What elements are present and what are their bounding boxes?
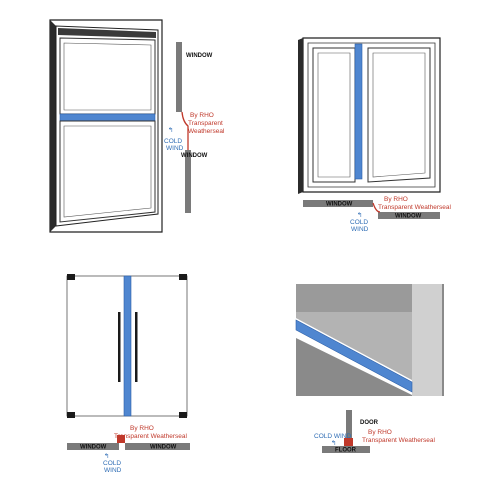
wind-label-line2: WIND — [166, 145, 184, 152]
seal-label-line1: By RHO — [384, 196, 408, 203]
weatherseal-strip — [59, 113, 156, 122]
door-top-face — [296, 284, 412, 312]
wind-label-line2: WIND — [351, 226, 369, 233]
upper-sash — [59, 37, 156, 115]
door-underside — [296, 312, 412, 380]
upper-glass — [63, 42, 152, 111]
wind-label-line1: COLD — [164, 138, 182, 145]
wind-arrow-icon: ↰ — [168, 126, 173, 134]
wind-label-line1: COLD — [350, 219, 368, 226]
frame-side-shadow — [298, 38, 303, 194]
section-wall-right — [125, 443, 190, 450]
window-label-right: WINDOW — [150, 445, 177, 451]
hinge-bottom-left — [67, 412, 75, 418]
seal-label-line2: Transparent Weatherseal — [378, 204, 452, 211]
left-glass — [317, 52, 351, 178]
right-glass — [372, 52, 426, 178]
top-rail — [58, 28, 156, 38]
weatherseal-strip — [123, 275, 132, 417]
floor-label: FLOOR — [335, 448, 357, 454]
door-label: DOOR — [360, 420, 379, 426]
seal-label-line1: By RHO — [368, 429, 392, 436]
lower-sash — [59, 120, 156, 223]
weatherseal-strip — [295, 319, 413, 393]
panel-door-sweep: DOOR FLOOR COLD WIND ↰ By RHO Transparen… — [295, 284, 444, 454]
section-wall-lower — [185, 150, 191, 213]
wind-label: COLD WIND — [314, 433, 352, 440]
wind-arrow-icon: ↰ — [104, 452, 109, 460]
wind-label-line1: COLD — [103, 460, 121, 467]
window-label-top: WINDOW — [186, 53, 213, 59]
wind-arrow-icon: ↰ — [357, 211, 362, 219]
lower-glass — [63, 125, 152, 218]
right-sash — [367, 47, 431, 183]
seal-label-line2: Transparent Weatherseal — [114, 433, 188, 440]
section-floor — [322, 446, 370, 453]
panel-glass-door: WINDOW WINDOW By RHO Transparent Weather… — [66, 274, 190, 474]
panel-casement-window: WINDOW WINDOW By RHO Transparent Weather… — [298, 37, 452, 233]
panel-sash-window: WINDOW By RHO Transparent Weatherseal ↰ … — [49, 19, 225, 233]
seal-section — [344, 438, 353, 446]
door-handle-right — [135, 312, 138, 382]
door-handle-left — [118, 312, 121, 382]
seal-label-line3: Weatherseal — [188, 128, 225, 135]
door-frame-side — [412, 284, 442, 396]
section-wall-upper — [176, 42, 182, 112]
seal-label-line2: Transparent Weatherseal — [362, 437, 436, 444]
wind-label-line2: WIND — [104, 467, 122, 474]
hinge-bottom-right — [179, 412, 187, 418]
left-sash — [312, 47, 356, 183]
seal-section — [372, 202, 381, 213]
frame-inner — [55, 25, 159, 227]
weatherseal-strip — [354, 43, 363, 180]
window-label-left: WINDOW — [80, 445, 107, 451]
section-wall-left — [303, 200, 373, 207]
seal-label-line2: Transparent — [188, 120, 223, 127]
frame-side-shadow — [50, 20, 56, 232]
section-door — [346, 410, 352, 442]
wind-arrow-icon: ↰ — [331, 439, 336, 447]
window-label-right: WINDOW — [395, 214, 422, 220]
window-label-left: WINDOW — [326, 202, 353, 208]
frame-inner — [307, 42, 436, 188]
section-wall-right — [378, 212, 440, 219]
hinge-top-left — [67, 274, 75, 280]
seal-section — [117, 435, 125, 443]
seal-label-line1: By RHO — [190, 112, 214, 119]
seal-section — [181, 111, 189, 150]
window-label-bottom: WINDOW — [181, 153, 208, 159]
seal-label-line1: By RHO — [130, 425, 154, 432]
section-wall-left — [67, 443, 119, 450]
hinge-top-right — [179, 274, 187, 280]
